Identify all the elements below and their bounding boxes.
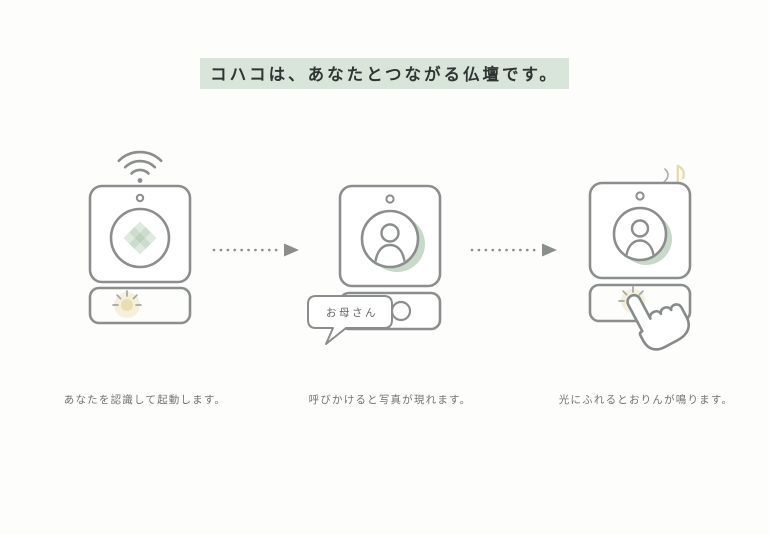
asanoha-pattern bbox=[123, 221, 157, 255]
page-title: コハコは、あなたとつながる仏壇です。 bbox=[0, 58, 769, 89]
arrow-right-icon bbox=[470, 243, 557, 257]
speech-bubble-icon: お母さん bbox=[307, 295, 393, 345]
camera-dot-icon bbox=[135, 193, 145, 203]
step-photo-illustration: お母さん bbox=[307, 184, 442, 345]
step-wake-illustration bbox=[88, 150, 192, 325]
step-caption-bell: 光にふれるとおりんが鳴ります。 bbox=[558, 394, 734, 406]
person-photo-icon bbox=[373, 223, 407, 266]
camera-dot-icon bbox=[635, 191, 645, 201]
page-title-text: コハコは、あなたとつながる仏壇です。 bbox=[210, 65, 559, 84]
touch-hand-icon bbox=[626, 293, 690, 351]
glow-rays bbox=[112, 290, 142, 306]
speech-bubble-label: お母さん bbox=[326, 307, 378, 319]
title-highlight: コハコは、あなたとつながる仏壇です。 bbox=[200, 58, 569, 89]
step-bell-illustration bbox=[588, 164, 692, 351]
device-body bbox=[338, 184, 442, 288]
step-caption-photo: 呼びかけると写真が現れます。 bbox=[308, 394, 472, 406]
device-base bbox=[88, 286, 192, 325]
device-body bbox=[588, 181, 692, 280]
arrow-right-icon bbox=[212, 243, 299, 257]
glow-light-icon bbox=[121, 299, 133, 311]
camera-dot-icon bbox=[385, 194, 395, 204]
step-caption-wake: あなたを認識して起動します。 bbox=[63, 394, 227, 406]
person-photo-icon bbox=[624, 219, 656, 259]
device-body bbox=[88, 184, 192, 284]
glow-rays bbox=[618, 286, 644, 302]
wifi-icon bbox=[117, 150, 163, 183]
